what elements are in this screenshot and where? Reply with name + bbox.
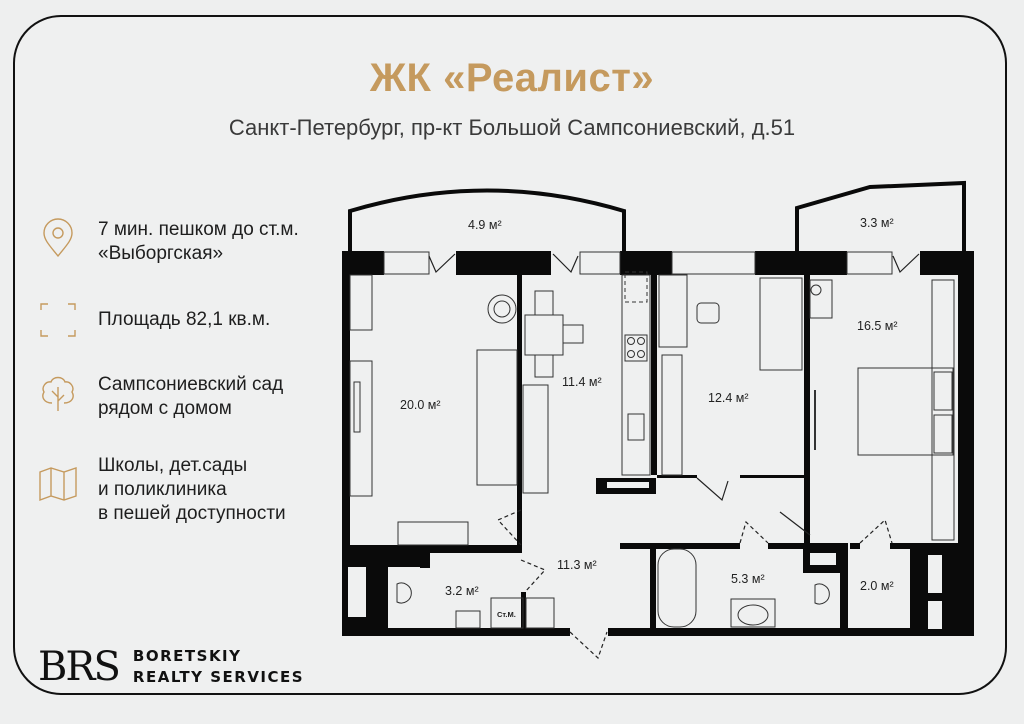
logo-mark: BRS (38, 644, 121, 690)
room-area-balcony-left: 4.9 м² (468, 218, 502, 232)
balcony-outlines (348, 180, 966, 252)
brand-name-line: REALTY SERVICES (132, 668, 305, 686)
feature-text-line: «Выборгская» (98, 243, 224, 264)
room-area-bathroom: 5.3 м² (731, 572, 765, 586)
wall-openings (348, 482, 942, 629)
room-area-bedroom-small: 12.4 м² (708, 391, 749, 405)
room-area-wc: 2.0 м² (860, 579, 894, 593)
feature-text-line: Школы, дет.сады (98, 455, 248, 476)
feature-text-line: Сампсониевский сад (98, 374, 284, 395)
furniture (349, 271, 955, 629)
area-frame-icon (40, 303, 76, 337)
doors (428, 253, 920, 660)
room-area-living: 20.0 м² (400, 398, 441, 412)
feature-text-line: и поликлиника (98, 479, 227, 500)
room-area-kitchen: 11.4 м² (562, 375, 602, 389)
room-area-toilet: 3.2 м² (445, 584, 479, 598)
room-area-bedroom-large: 16.5 м² (857, 319, 898, 333)
washer-label: Ст.М. (497, 610, 516, 619)
windows (383, 251, 893, 275)
feature-park: Сампсониевский сад рядом с домом (38, 373, 283, 421)
brand-logo: BRS BORETSKIY REALTY SERVICES (38, 646, 304, 688)
walls (342, 251, 974, 636)
feature-text-line: Площадь 82,1 кв.м. (98, 309, 271, 330)
feature-text-line: рядом с домом (98, 398, 232, 419)
location-pin-icon (43, 218, 73, 258)
feature-metro: 7 мин. пешком до ст.м. «Выборгская» (38, 218, 299, 266)
map-icon (39, 467, 77, 501)
address: Санкт-Петербург, пр-кт Большой Сампсоние… (228, 115, 796, 140)
brand-name-line: BORETSKIY (132, 647, 242, 665)
room-area-hallway: 11.3 м² (557, 558, 597, 572)
feature-text-line: 7 мин. пешком до ст.м. (98, 219, 299, 240)
room-area-balcony-right: 3.3 м² (860, 216, 894, 230)
feature-area: Площадь 82,1 кв.м. (38, 300, 270, 340)
tree-icon (42, 376, 74, 411)
feature-text-line: в пешей доступности (98, 503, 286, 524)
feature-infrastructure: Школы, дет.сады и поликлиника в пешей до… (38, 454, 286, 526)
page-title: ЖК «Реалист» (369, 56, 655, 100)
